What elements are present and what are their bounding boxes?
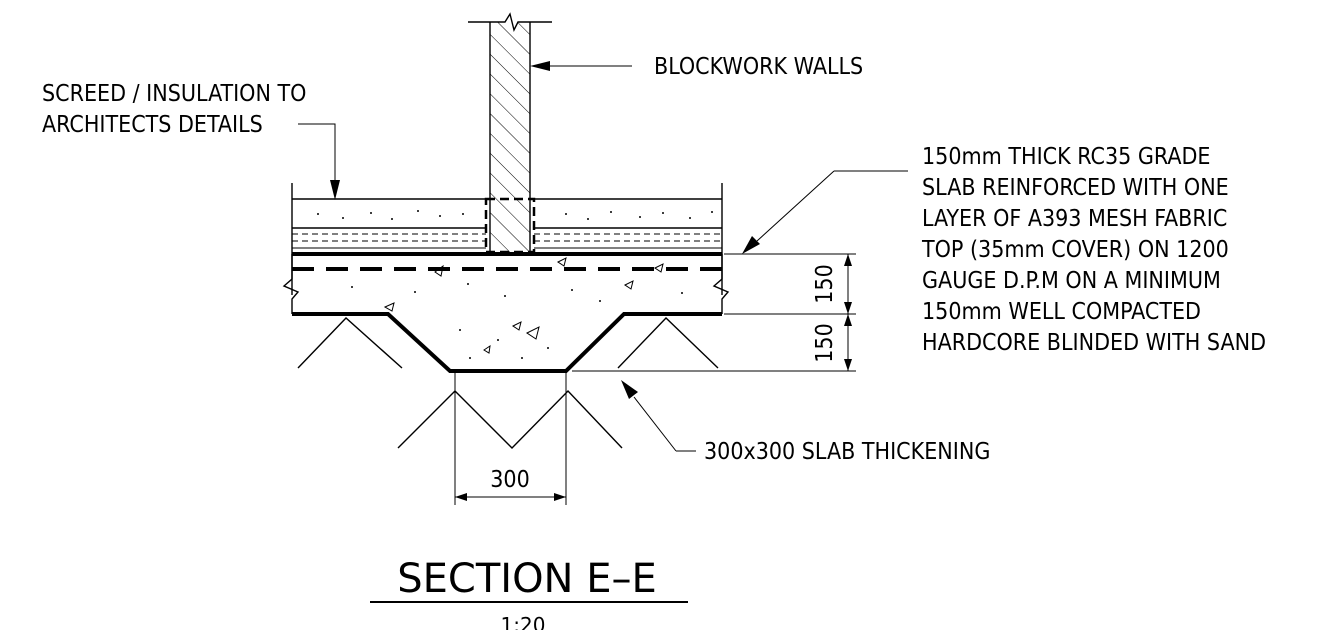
- section-scale: 1:20: [501, 613, 546, 630]
- section-title: SECTION E–E: [397, 556, 657, 602]
- slab-spec-note: 150mm THICK RC35 GRADE SLAB REINFORCED W…: [921, 144, 1266, 356]
- leader-blockwork: [530, 61, 632, 71]
- concrete-slab: [282, 252, 730, 373]
- blockwork-wall: [468, 12, 552, 252]
- dimension-lower-label: 150: [812, 323, 838, 363]
- slab-spec-line-2: SLAB REINFORCED WITH ONE: [922, 175, 1229, 201]
- slab-spec-line-7: HARDCORE BLINDED WITH SAND: [922, 330, 1266, 356]
- leader-slab: [742, 170, 908, 254]
- slab-spec-line-6: 150mm WELL COMPACTED: [922, 299, 1201, 325]
- dimension-vertical: 150 150: [572, 253, 856, 372]
- leader-screed: [298, 123, 340, 200]
- leader-thickening: [621, 380, 696, 452]
- thickening-label: 300x300 SLAB THICKENING: [704, 439, 990, 465]
- slab-spec-line-1: 150mm THICK RC35 GRADE: [922, 144, 1210, 170]
- screed-label-line-2: ARCHITECTS DETAILS: [42, 112, 263, 138]
- slab-spec-line-3: LAYER OF A393 MESH FABRIC: [922, 206, 1227, 232]
- screed-label-line-1: SCREED / INSULATION TO: [42, 81, 306, 107]
- slab-spec-line-4: TOP (35mm COVER) ON 1200: [921, 237, 1229, 263]
- blockwork-label: BLOCKWORK WALLS: [654, 54, 863, 80]
- dimension-horizontal: 300: [454, 373, 567, 505]
- dimension-upper-label: 150: [812, 264, 838, 304]
- dimension-width-label: 300: [490, 467, 530, 493]
- hardcore-hatch: [297, 317, 719, 449]
- slab-spec-line-5: GAUGE D.P.M ON A MINIMUM: [922, 268, 1221, 294]
- screed-insulation-layer: [291, 183, 723, 295]
